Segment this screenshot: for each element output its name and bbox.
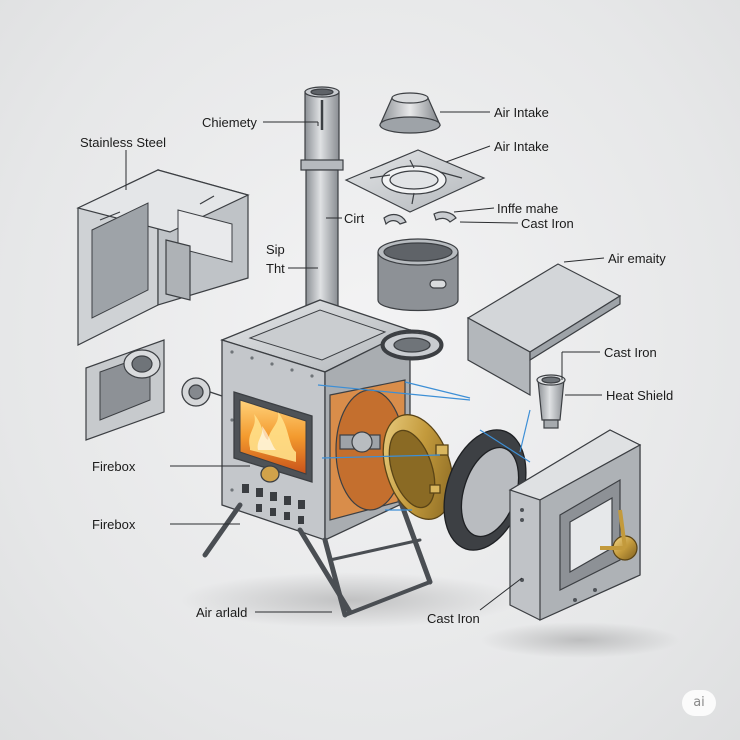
ai-badge: ai [682,690,716,716]
label-inffe-mahe: Inffe mahe [497,201,559,216]
label-firebox-lower: Firebox [92,517,136,532]
label-cirt: Cirt [344,211,365,226]
stainless-steel-frame [76,169,250,441]
label-heat-shield: Heat Shield [606,388,674,403]
air-baffle-panel [466,263,622,397]
heat-shield-cup [536,374,566,429]
label-stainless-steel: Stainless Steel [80,135,166,150]
label-tht: Tht [266,261,285,276]
air-intake-cap [379,92,441,134]
gasket-ring [443,429,527,551]
label-cast-iron-ring: Cast Iron [521,216,574,231]
label-sip: Sip [266,242,285,257]
chimney-pipe [300,86,344,333]
cirt-clips [383,211,457,226]
label-cast-iron-bottom: Cast Iron [427,611,480,626]
assembly-guides [317,381,531,511]
label-air-emaity: Air emaity [608,251,666,266]
stove-legs [202,497,433,618]
brass-door-ring [382,414,454,520]
top-ring [380,329,444,361]
label-air-arlald: Air arlald [196,605,248,620]
combustion-chamber [329,379,406,521]
label-air-intake-second: Air Intake [494,139,549,154]
label-firebox-upper: Firebox [92,459,136,474]
label-air-intake-top: Air Intake [494,105,549,120]
leader-lines [125,111,605,613]
floor-shadow [180,572,520,628]
floor-shadow [480,622,680,658]
air-intake-plate [344,149,486,213]
cast-iron-door [508,429,642,621]
label-chimney: Chiemety [202,115,257,130]
cast-iron-band [377,238,459,312]
label-cast-iron-cup: Cast Iron [604,345,657,360]
